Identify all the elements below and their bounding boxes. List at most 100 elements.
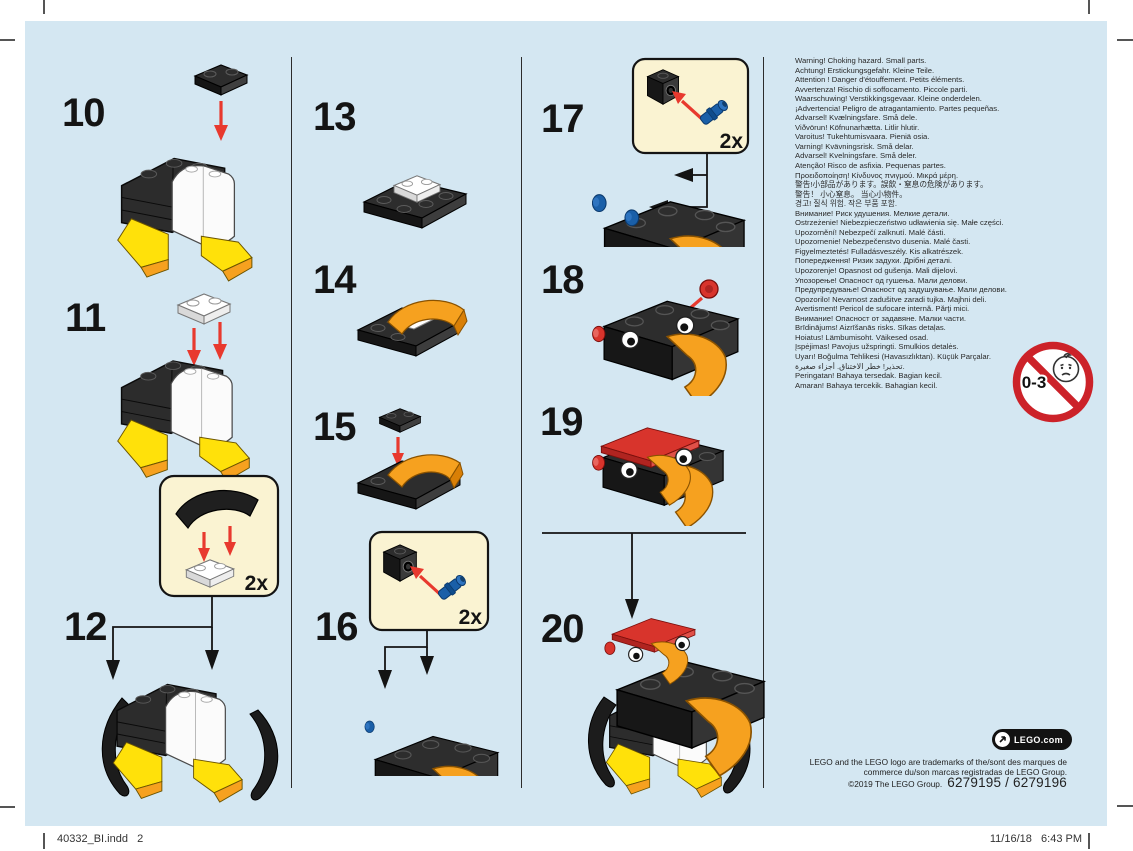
callout-connector — [112, 596, 213, 662]
beak — [646, 454, 691, 506]
step-18-diagram — [592, 279, 770, 396]
lego-com-label: LEGO.com — [1014, 734, 1063, 745]
step-11-diagram — [117, 293, 251, 482]
lego-com-badge[interactable]: LEGO.com — [992, 729, 1072, 750]
red-arrow-icon — [672, 91, 704, 121]
prohibition-slash — [1025, 354, 1081, 410]
beak — [650, 641, 689, 685]
step-15-diagram — [356, 408, 464, 510]
warning-line: Внимание! Риск удушения. Мелкие детали. — [795, 208, 950, 218]
warning-line: Attention ! Danger d'étouffement. Petits… — [795, 75, 965, 85]
red-arrow-icon — [214, 101, 228, 141]
crop-mark — [43, 0, 45, 14]
warning-line: Varoitus! Tukehtumisvaara. Pieniä osia. — [795, 132, 930, 142]
black-arrow-icon — [625, 599, 639, 619]
warning-line: Figyelmeztetés! Fulladásveszély. Kis alk… — [795, 246, 964, 256]
red-arrow-icon — [224, 526, 236, 556]
penguin-body-with-wings — [101, 683, 279, 803]
step-number-18: 18 — [541, 258, 584, 302]
head-assembly — [592, 194, 744, 247]
crop-mark — [1117, 39, 1133, 41]
warning-line: Atenção! Risco de asfixia. Pequenas part… — [795, 161, 946, 171]
print-filename: 40332_BI.indd 2 — [57, 833, 144, 845]
black-arrow-icon — [106, 660, 120, 680]
warning-line: Предупредување! Опасност од задушување. … — [795, 285, 1007, 295]
copyright-text: ©2019 The LEGO Group. — [848, 779, 943, 790]
warning-line: ¡Advertencia! Peligro de atragantamiento… — [795, 103, 1000, 113]
warning-line: Waarschuwing! Verstikkingsgevaar. Kleine… — [795, 94, 982, 104]
warning-line: Avertisment! Pericol de sufocare internă… — [795, 304, 970, 314]
red-arrow-icon — [392, 437, 404, 467]
crop-mark — [0, 39, 15, 41]
warning-line: Įspėjimas! Pavojus užspringti. Smulkios … — [795, 342, 959, 352]
age-0-3-warning-icon: 0-3 — [1012, 341, 1094, 423]
crop-mark — [1088, 833, 1090, 849]
warning-line: Achtung! Erstickungsgefahr. Kleine Teile… — [795, 65, 935, 75]
quantity-label: 2x — [245, 572, 269, 595]
step-number-19: 19 — [540, 400, 583, 444]
step-20-diagram — [542, 532, 778, 798]
callout-box: 2x — [368, 530, 490, 632]
black-arrow-icon — [420, 656, 434, 675]
black-arrow-icon — [205, 650, 219, 670]
step-17-diagram: 2x — [592, 57, 750, 247]
warning-line: Opozorilo! Nevarnost zadušitve zaradi tu… — [795, 294, 987, 304]
warning-line: Advarsel! Kvælningsfare. Små dele. — [795, 113, 918, 123]
callout-box: 2x — [631, 57, 750, 155]
step-number-11: 11 — [65, 296, 106, 340]
wing-left — [588, 696, 617, 788]
step-19-diagram — [592, 427, 753, 526]
crop-mark — [1088, 0, 1090, 14]
warning-line: Внимание! Опасност от задавяне. Малки ча… — [795, 313, 966, 323]
warning-line: Упозорење! Опасност од гушења. Мали дело… — [795, 275, 968, 285]
plate-black-1x2 — [194, 64, 248, 96]
warning-line: Попередження! Ризик задухи. Дрібні детал… — [795, 256, 952, 266]
head-complete — [592, 427, 724, 526]
eye — [619, 461, 638, 480]
red-arrow-icon — [213, 322, 227, 360]
crop-mark — [0, 806, 15, 808]
step-12-diagram: 2x — [101, 474, 280, 803]
red-arrow-icon — [198, 532, 210, 562]
curved-slope-black — [175, 489, 259, 530]
warning-line: Viðvörun! Köfnunarhætta. Litlir hlutir. — [795, 122, 920, 132]
step-10-diagram — [116, 64, 253, 282]
step-number-20: 20 — [541, 607, 584, 651]
beak-assembly — [356, 454, 464, 510]
set-numbers: 6279195 / 6279196 — [947, 775, 1067, 791]
trademark-line: commerce du/son marcas registradas de LE… — [863, 767, 1067, 778]
round-plate-red — [604, 641, 616, 655]
penguin-body — [116, 157, 253, 282]
curved-slope-orange — [387, 299, 468, 337]
step-number-10: 10 — [62, 91, 105, 135]
step-number-15: 15 — [313, 405, 356, 449]
wing-left — [101, 697, 131, 797]
step-number-14: 14 — [313, 258, 356, 302]
warning-line: Varning! Kvävningsrisk. Små delar. — [795, 141, 914, 151]
warning-line: Brīdinājums! Aizrīšanās risks. Sīkas det… — [795, 323, 946, 333]
arrow-up-right-icon — [995, 732, 1010, 747]
trademark-line: LEGO and the LEGO logo are trademarks of… — [809, 757, 1067, 767]
warning-line: Advarsel! Kvelningsfare. Små deler. — [795, 151, 917, 161]
wing-right — [249, 709, 279, 801]
black-arrow-icon — [378, 670, 392, 689]
step-13-diagram — [362, 175, 468, 229]
warning-line: Warning! Choking hazard. Small parts. — [795, 56, 927, 65]
round-plate-red — [699, 279, 719, 299]
warning-line: Hoiatus! Lämbumisoht. Väikesed osad. — [795, 332, 929, 342]
warning-line: 警告！ 小心窒息。 当心小物件。 — [795, 189, 907, 199]
warning-line: Upozorenje! Opasnost od gušenja. Mali di… — [795, 266, 958, 276]
warning-line: Amaran! Bahaya tercekik. Bahagian kecil. — [795, 380, 938, 390]
choking-hazard-warnings: Warning! Choking hazard. Small parts.Ach… — [795, 56, 1100, 390]
quantity-label: 2x — [720, 130, 744, 153]
eye — [620, 330, 640, 349]
warning-line: Upozornění! Nebezpečí zalknutí. Malé čás… — [795, 227, 946, 237]
age-range-label: 0-3 — [1022, 373, 1047, 392]
baby-face-icon — [1052, 352, 1080, 383]
step-16-diagram: 2x — [364, 530, 565, 776]
print-timestamp: 11/16/18 6:43 PM — [989, 833, 1082, 845]
warning-line: 警告!小部品があります。誤飲・窒息の危険があります。 — [795, 180, 988, 190]
head-assembly — [364, 720, 498, 776]
column-divider — [763, 57, 765, 788]
